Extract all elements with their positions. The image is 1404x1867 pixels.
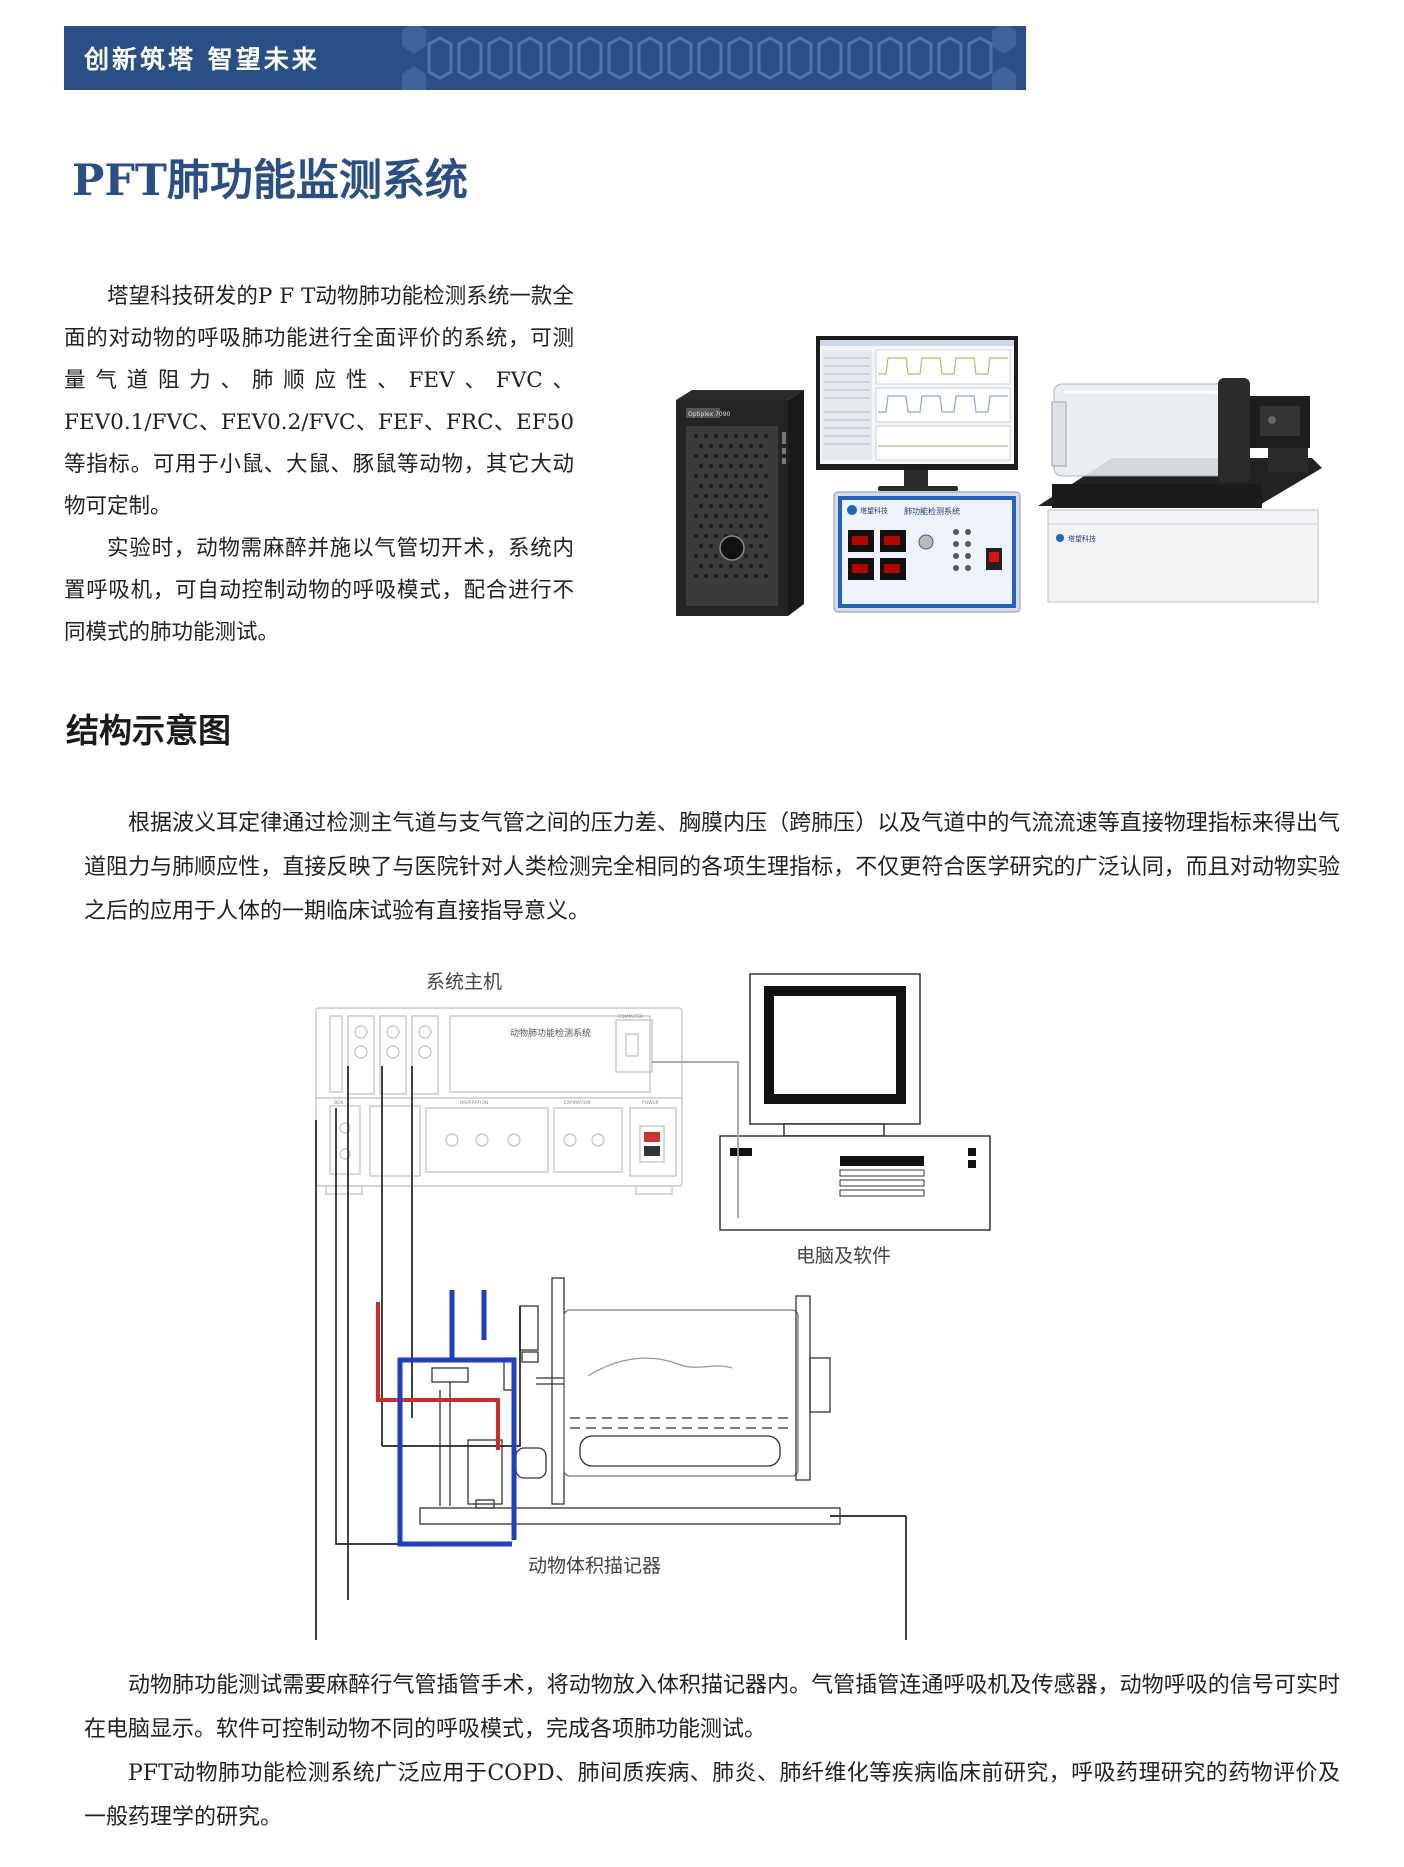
control-unit: 塔望科技 肺功能检测系统 xyxy=(833,491,1021,613)
tag-power: POWER xyxy=(642,1100,659,1106)
product-photo: Optiplex 7090 塔望科技 肺功能检测系统 xyxy=(676,336,1322,616)
data-cable xyxy=(652,1061,739,1218)
box-brand: 塔望科技 xyxy=(1068,534,1096,543)
box-logo-icon xyxy=(1056,534,1064,542)
pc-tower: Optiplex 7090 xyxy=(676,390,804,616)
pc-brand-label: Optiplex 7090 xyxy=(688,411,731,418)
computer-drawing xyxy=(719,973,991,1231)
tag-expiration: EXPIRATION xyxy=(564,1100,591,1106)
intro-paragraph-2: 实验时，动物需麻醉并施以气管切开术，系统内置呼吸机，可自动控制动物的呼吸模式，配… xyxy=(64,536,574,645)
recorder-label: 动物体积描记器 xyxy=(528,1555,661,1577)
usage-paragraph-1: 动物肺功能测试需要麻醉行气管插管手术，将动物放入体积描记器内。气管插管连通呼吸机… xyxy=(84,1673,1340,1742)
panel-brand: 塔望科技 xyxy=(860,506,888,515)
monitor xyxy=(816,336,1018,491)
brand-logo-icon xyxy=(847,505,857,515)
dell-logo-icon xyxy=(719,535,745,561)
principle-text: 根据波义耳定律通过检测主气道与支气管之间的压力差、胸膜内压（跨肺压）以及气道中的… xyxy=(84,802,1340,934)
banner-slogan: 创新筑塔 智望未来 xyxy=(84,45,320,74)
computer-label: 电脑及软件 xyxy=(796,1245,891,1267)
inspiration-tube xyxy=(376,1302,500,1450)
intro-text: 塔望科技研发的P F T动物肺功能检测系统一款全面的对动物的呼吸肺功能进行全面评… xyxy=(64,276,574,654)
panel-title: 肺功能检测系统 xyxy=(904,506,960,516)
usage-paragraph-2: PFT动物肺功能检测系统广泛应用于COPD、肺间质疾病、肺炎、肺纤维化等疾病临床… xyxy=(84,1761,1340,1830)
tag-inspiration: INSPIRATION xyxy=(460,1100,488,1106)
structure-diagram: 系统主机 动物肺功能检测系统 COMPUTER INSPIRATION EXPI… xyxy=(315,971,991,1640)
tag-box: BOX xyxy=(334,1100,343,1106)
host-label: 系统主机 xyxy=(426,971,502,993)
expiration-tubes xyxy=(397,1290,517,1547)
intro-paragraph-1: 塔望科技研发的P F T动物肺功能检测系统一款全面的对动物的呼吸肺功能进行全面评… xyxy=(64,284,574,519)
hexagon-pattern xyxy=(402,26,1016,90)
usage-text: 动物肺功能测试需要麻醉行气管插管手术，将动物放入体积描记器内。气管插管连通呼吸机… xyxy=(84,1664,1340,1840)
principle-paragraph: 根据波义耳定律通过检测主气道与支气管之间的压力差、胸膜内压（跨肺压）以及气道中的… xyxy=(84,811,1340,924)
section-title: 结构示意图 xyxy=(66,711,231,750)
header-banner: 创新筑塔 智望未来 xyxy=(64,26,1026,90)
page-title: PFT肺功能监测系统 xyxy=(72,156,468,206)
host-unit xyxy=(315,1007,683,1195)
host-panel-title: 动物肺功能检测系统 xyxy=(510,1027,591,1039)
plethysmograph: 塔望科技 xyxy=(1038,378,1322,603)
tag-computer: COMPUTER xyxy=(618,1014,643,1020)
